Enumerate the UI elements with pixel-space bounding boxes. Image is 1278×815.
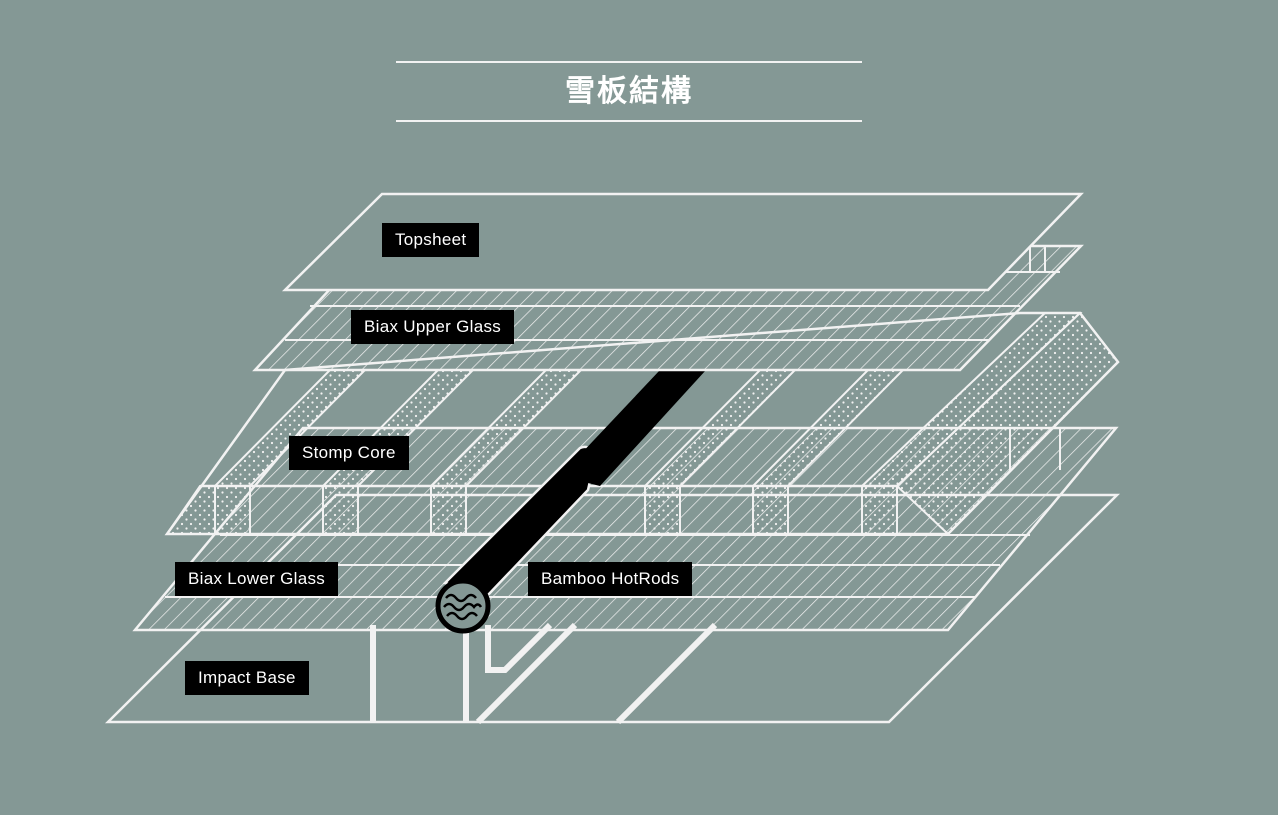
title-top-rule <box>396 61 862 63</box>
bamboo-hotrods-label: Bamboo HotRods <box>528 562 693 596</box>
impact-base-label: Impact Base <box>185 661 309 695</box>
topsheet-label: Topsheet <box>382 223 480 257</box>
biax-upper-glass-label: Biax Upper Glass <box>351 310 515 344</box>
page-title: 雪板結構 <box>565 74 693 109</box>
biax-lower-glass-label: Biax Lower Glass <box>175 562 339 596</box>
title-bottom-rule <box>396 120 862 122</box>
bamboo-hotrod <box>435 370 706 634</box>
stomp-core-label: Stomp Core <box>289 436 409 470</box>
stomp-core-layer <box>164 311 1120 536</box>
topsheet-layer <box>281 192 1084 292</box>
